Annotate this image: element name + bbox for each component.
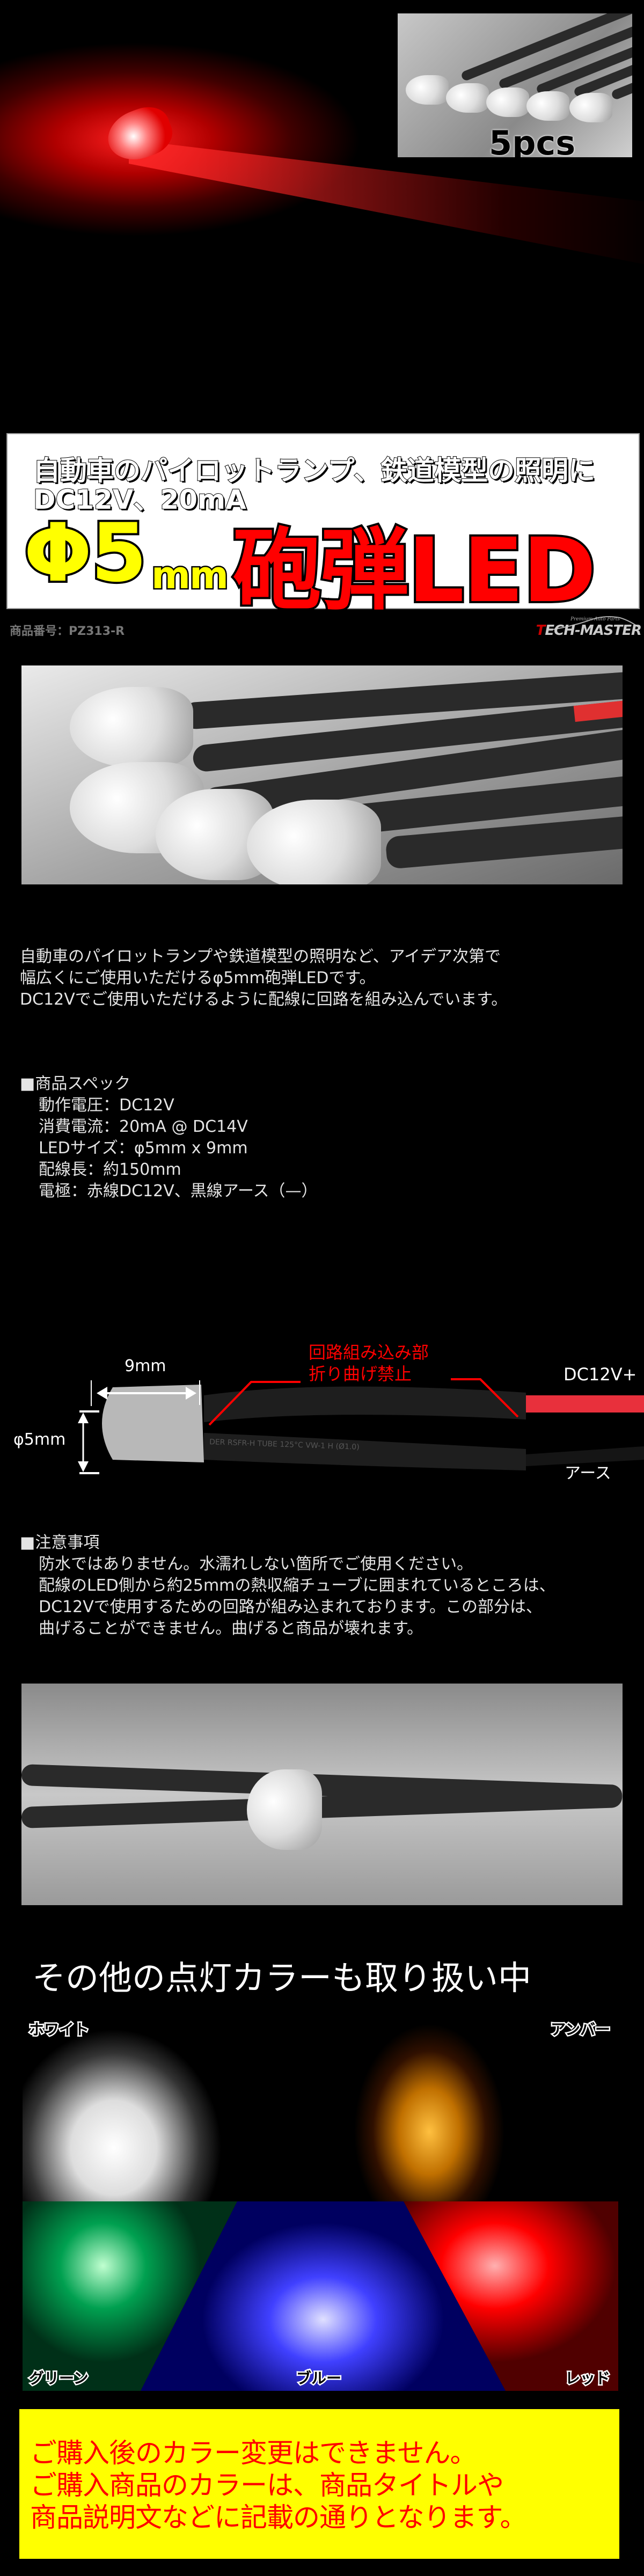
spec-item: 配線長：約150mm <box>39 1160 181 1179</box>
spec-item: 消費電流：20mA @ DC14V <box>39 1117 248 1136</box>
product-photo-single <box>21 1684 623 1905</box>
color-panel-amber: アンバー <box>322 2008 618 2201</box>
title-banner: 自動車のパイロットランプ、鉄道模型の照明に DC12V、20mA Φ5 mm 砲… <box>6 433 640 624</box>
no-bend-warning: 回路組み込み部折り曲げ禁止 <box>309 1342 429 1384</box>
quantity-label: 5pcs <box>489 123 576 157</box>
dimension-diagram: 9mm φ5mm 回路組み込み部折り曲げ禁止 DC12V+ アース DER RS… <box>0 1299 644 1483</box>
positive-label: DC12V+ <box>564 1364 637 1385</box>
title-phi5: Φ5 <box>21 504 149 602</box>
product-code: 商品番号：PZ313-R <box>10 625 125 638</box>
diameter-label: φ5mm <box>13 1430 66 1449</box>
title-main: 砲弾LED <box>231 517 598 624</box>
title-mm: mm <box>150 552 230 599</box>
other-colors-heading: その他の点灯カラーも取り扱い中 <box>32 1958 532 1997</box>
color-change-notice: ご購入後のカラー変更はできません。ご購入商品のカラーは、商品タイトルや商品説明文… <box>19 2409 619 2559</box>
spec-heading: ■商品スペック <box>20 1074 131 1093</box>
diagram-graphics <box>78 1378 644 1474</box>
length-label: 9mm <box>125 1357 166 1375</box>
color-panel-row-2: グリーン ブルー レッド <box>23 2201 618 2391</box>
car-silhouette-icon <box>552 616 641 630</box>
ground-label: アース <box>565 1464 611 1483</box>
spec-list: ■商品スペック動作電圧：DC12V 消費電流：20mA @ DC14V LEDサイズ… <box>20 1073 317 1202</box>
description: 自動車のパイロットランプや鉄道模型の照明など、アイデア次第で幅広くにご使用いただ… <box>20 947 508 1009</box>
inset-photo-5pcs: 5pcs <box>398 13 632 157</box>
warning-pointer-left <box>208 1381 301 1426</box>
caution-notes: ■注意事項防水ではありません。水濡れしない箇所でご使用ください。配線のLED側か… <box>20 1533 555 1638</box>
spec-item: LEDサイズ：φ5mm x 9mm <box>39 1139 248 1158</box>
caution-heading: ■注意事項 <box>20 1533 100 1552</box>
product-photo-closeup <box>21 665 623 884</box>
red-wire <box>526 1395 644 1413</box>
brand-logo: Premium Auto Parts TECH-MASTER <box>529 614 642 639</box>
warning-pointer-right <box>451 1378 519 1418</box>
title-subtitle-2: DC12V、20mA <box>33 484 247 516</box>
led-bulb <box>102 1385 204 1462</box>
title-subtitle-1: 自動車のパイロットランプ、鉄道模型の照明に <box>33 455 596 487</box>
spec-item: 動作電圧：DC12V <box>39 1096 174 1115</box>
black-wire <box>526 1446 644 1466</box>
color-panel-white: ホワイト <box>23 2008 320 2201</box>
spec-item: 電極：赤線DC12V、黒線アース（—） <box>39 1182 318 1201</box>
